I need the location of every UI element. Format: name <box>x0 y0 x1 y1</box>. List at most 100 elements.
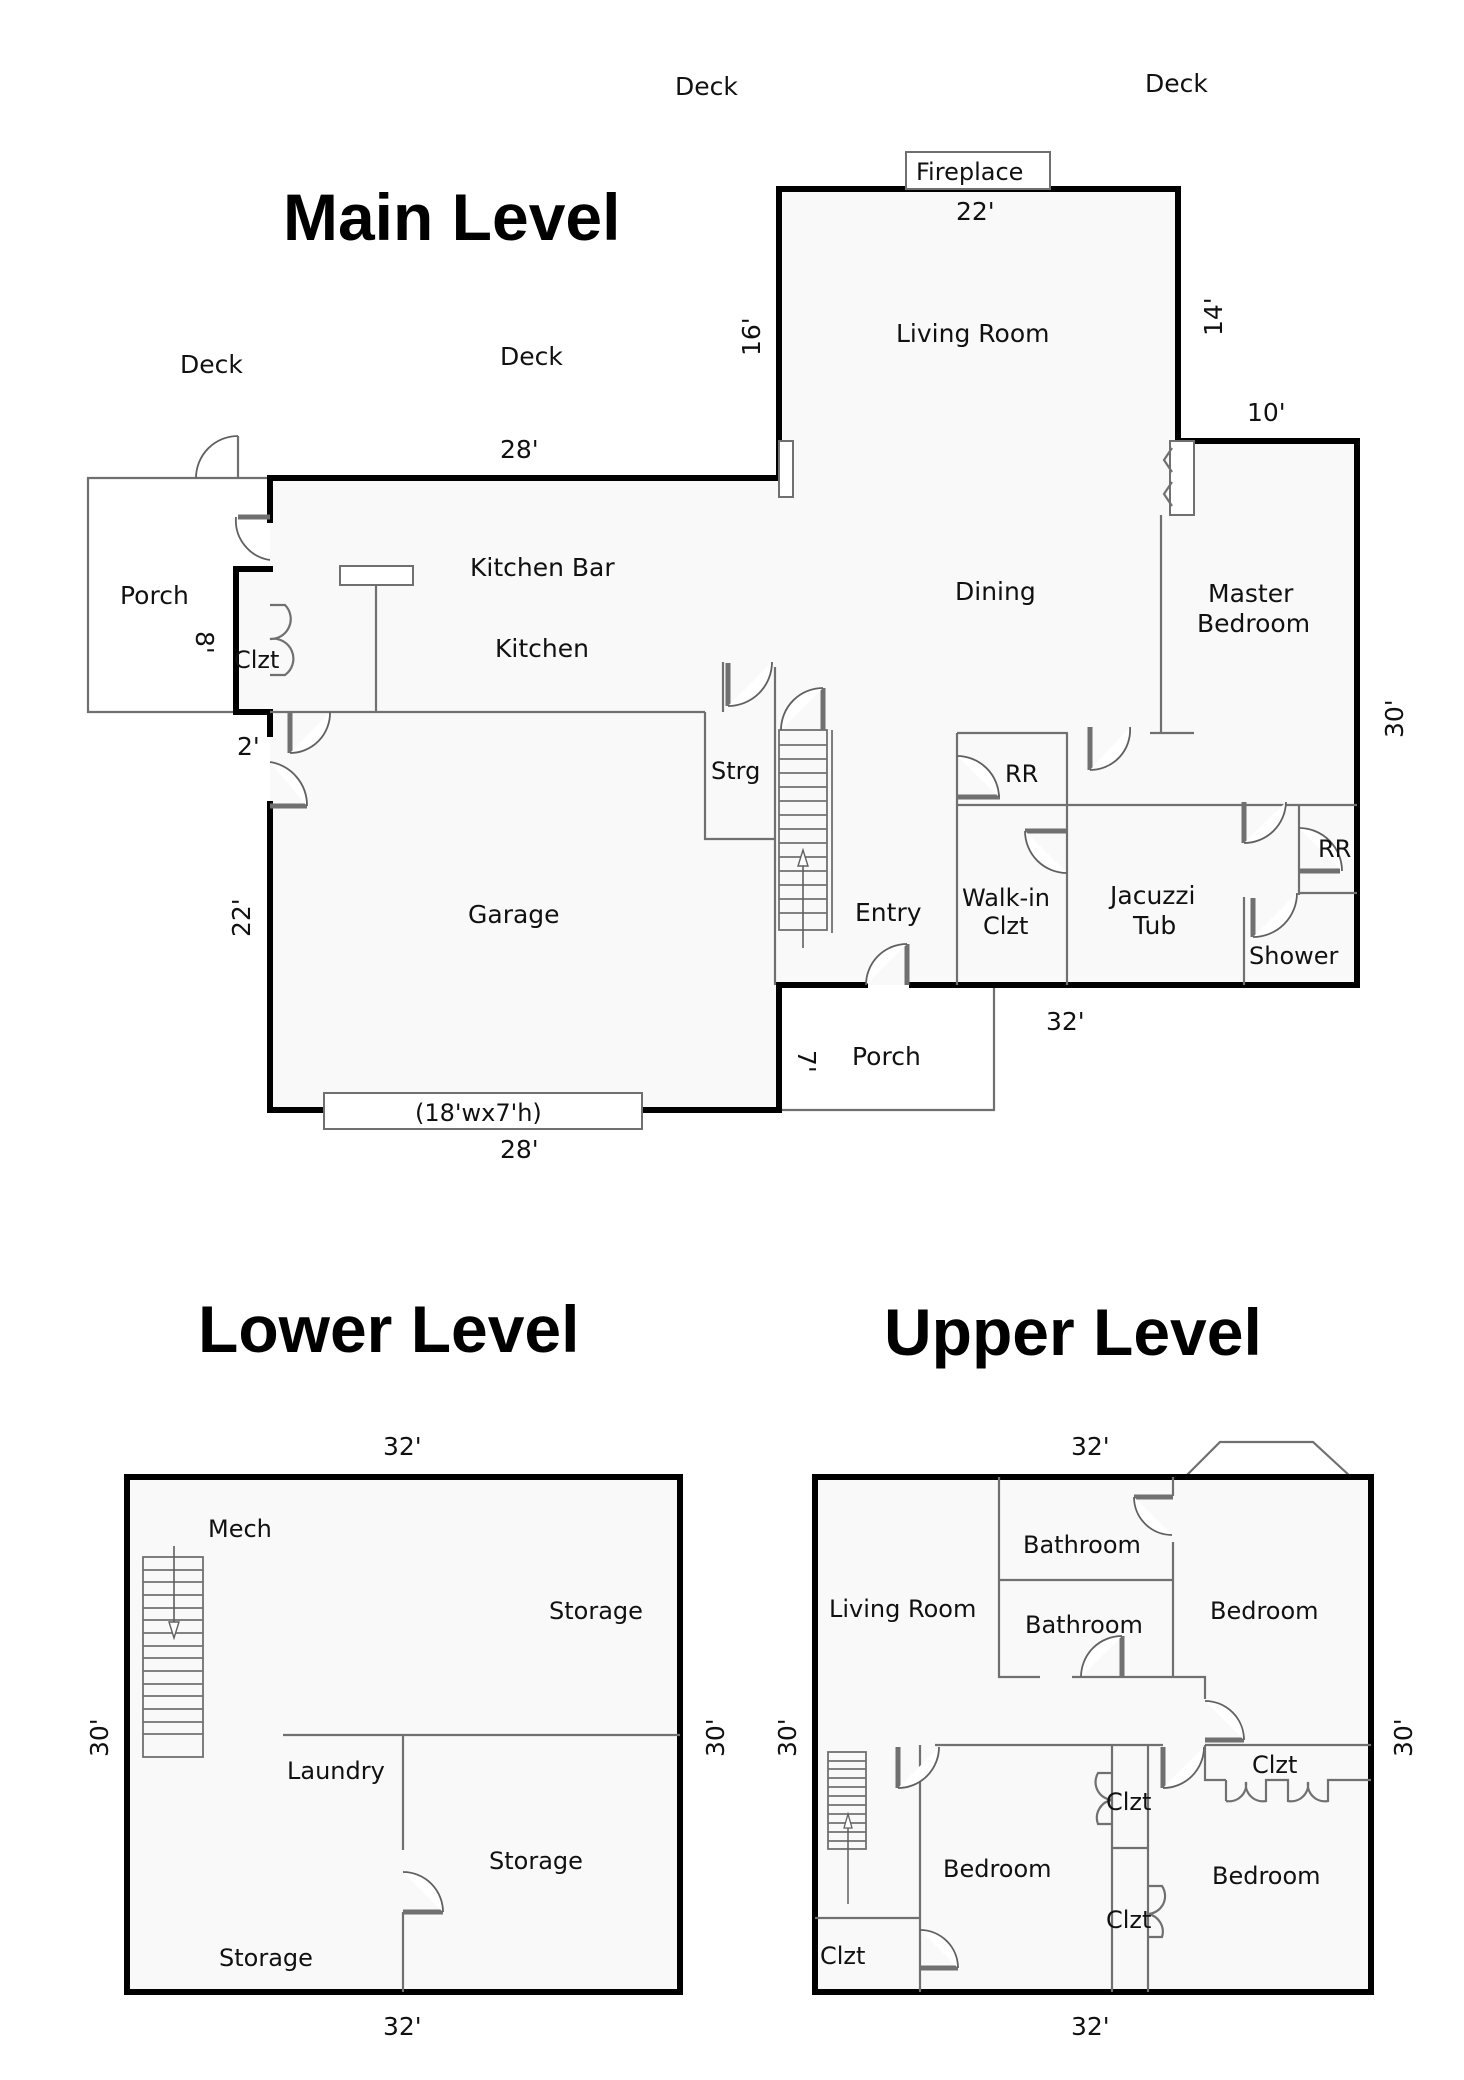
door-swing-icon <box>1080 1635 1123 1678</box>
lower-level-title: Lower Level <box>198 1292 579 1366</box>
room-label-dining: Dining <box>955 577 1036 606</box>
staircase-icon <box>142 1546 204 1758</box>
exterior-wall <box>812 1474 1374 1995</box>
room-label-clzt: Clzt <box>820 1942 865 1970</box>
dimension-label: 30' <box>773 1718 802 1757</box>
room-label-storage: Storage <box>549 1597 643 1625</box>
bifold-door-icon <box>269 603 295 677</box>
room-label-bathroom: Bathroom <box>1023 1531 1141 1559</box>
exterior-wall <box>642 982 868 1113</box>
interior-wall <box>703 712 775 841</box>
room-label-bedroom: Bedroom <box>943 1855 1052 1883</box>
main-floor <box>236 189 1357 1110</box>
bifold-door-icon <box>1224 1778 1347 1803</box>
dimension-label: 30' <box>85 1718 114 1757</box>
door-swing-icon <box>780 687 824 731</box>
room-label-living-room: Living Room <box>896 319 1049 348</box>
door-swing-icon <box>865 943 908 986</box>
dimension-label: 22' <box>956 197 995 226</box>
dimension-label: 7' <box>792 1050 821 1073</box>
dimension-label: 28' <box>500 435 539 464</box>
door-swing-icon <box>897 1746 940 1789</box>
door-swing-icon <box>956 755 1000 798</box>
deck-label: Deck <box>1145 69 1208 98</box>
room-label-kitchen-bar: Kitchen Bar <box>470 553 615 582</box>
room-label-shower: Shower <box>1249 942 1339 970</box>
dimension-label: 32' <box>383 1432 422 1461</box>
room-label-walk-in-closet: Walk-in <box>962 884 1050 912</box>
main-level-title: Main Level <box>283 180 620 254</box>
door-swing-icon <box>1024 830 1068 874</box>
room-label-bathroom: Bathroom <box>1025 1611 1143 1639</box>
room-label-clzt: Clzt <box>234 646 279 674</box>
deck-label: Deck <box>500 342 563 371</box>
room-label-bedroom: Bedroom <box>1210 1597 1319 1625</box>
upper-level-title: Upper Level <box>884 1295 1262 1369</box>
room-label-storage: Storage <box>219 1944 313 1972</box>
main-level: Main Level Deck Deck Deck Deck Fireplace <box>86 69 1409 1164</box>
door-swing-icon <box>727 661 773 707</box>
lower-level: Lower Level Mech Storage Laundry Storage <box>85 1292 730 2041</box>
room-label-clzt: Clzt <box>1106 1788 1151 1816</box>
deck-label: Deck <box>180 350 243 379</box>
dimension-label: 32' <box>383 2012 422 2041</box>
room-label-rr: RR <box>1005 760 1038 788</box>
dimension-label: 30' <box>1380 699 1409 738</box>
room-label-living-room: Living Room <box>829 1595 976 1623</box>
porch-outline <box>86 476 270 714</box>
kitchen-bar-counter <box>339 565 414 586</box>
room-label-rr: RR <box>1318 835 1351 863</box>
dimension-label: 32' <box>1046 1007 1085 1036</box>
staircase-icon <box>778 729 833 948</box>
door-swing-icon <box>1298 827 1343 872</box>
dimension-label: 16' <box>737 317 766 356</box>
interior-wall <box>997 1477 1040 1679</box>
garage-door-label: (18'wx7'h) <box>415 1099 542 1127</box>
bifold-door-icon <box>1147 1884 1167 1939</box>
room-label-entry: Entry <box>855 898 922 927</box>
door-swing-icon <box>234 516 271 561</box>
room-label-storage: Storage <box>489 1847 583 1875</box>
dimension-label: 8' <box>190 631 219 654</box>
door-swing-icon <box>1089 726 1131 771</box>
dimension-label: 30' <box>701 1718 730 1757</box>
room-label-porch: Porch <box>120 581 189 610</box>
room-label-clzt: Clzt <box>1106 1906 1151 1934</box>
closet-double-door <box>1169 440 1195 516</box>
room-label-laundry: Laundry <box>287 1757 385 1785</box>
interior-wall <box>1072 1675 1207 1699</box>
exterior-wall <box>267 801 328 1113</box>
bifold-door-icon <box>1162 447 1173 507</box>
door-swing-icon <box>1204 1700 1245 1741</box>
column <box>778 440 794 498</box>
staircase-icon <box>827 1751 867 1904</box>
room-label-master-bedroom: Master <box>1208 579 1294 608</box>
door-swing-icon <box>269 761 308 807</box>
dimension-label: 2' <box>237 732 260 761</box>
room-label-kitchen: Kitchen <box>495 634 589 663</box>
exterior-wall <box>267 186 1360 988</box>
exterior-wall <box>233 566 273 737</box>
bay-window <box>1184 1440 1352 1478</box>
room-label-jacuzzi-tub: Jacuzzi <box>1108 881 1195 910</box>
bifold-door-icon <box>1094 1771 1113 1826</box>
dimension-label: 32' <box>1071 1432 1110 1461</box>
dimension-label: 22' <box>227 898 256 937</box>
door-swing-icon <box>1252 892 1298 938</box>
room-label-clzt: Clzt <box>1252 1751 1297 1779</box>
door-swing-icon <box>195 435 239 479</box>
fireplace-label: Fireplace <box>916 158 1023 186</box>
upper-level: Upper Level <box>773 1295 1418 2041</box>
room-label-walk-in-closet: Clzt <box>983 912 1028 940</box>
room-label-porch: Porch <box>852 1042 921 1071</box>
dimension-label: 32' <box>1071 2012 1110 2041</box>
deck-label: Deck <box>675 72 738 101</box>
dimension-label: 30' <box>1389 1718 1418 1757</box>
dimension-label: 14' <box>1199 297 1228 336</box>
room-label-jacuzzi-tub: Tub <box>1132 911 1176 940</box>
door-swing-icon <box>289 711 331 754</box>
room-label-bedroom: Bedroom <box>1212 1862 1321 1890</box>
interior-wall <box>1203 1745 1226 1782</box>
room-label-mech: Mech <box>208 1515 272 1543</box>
